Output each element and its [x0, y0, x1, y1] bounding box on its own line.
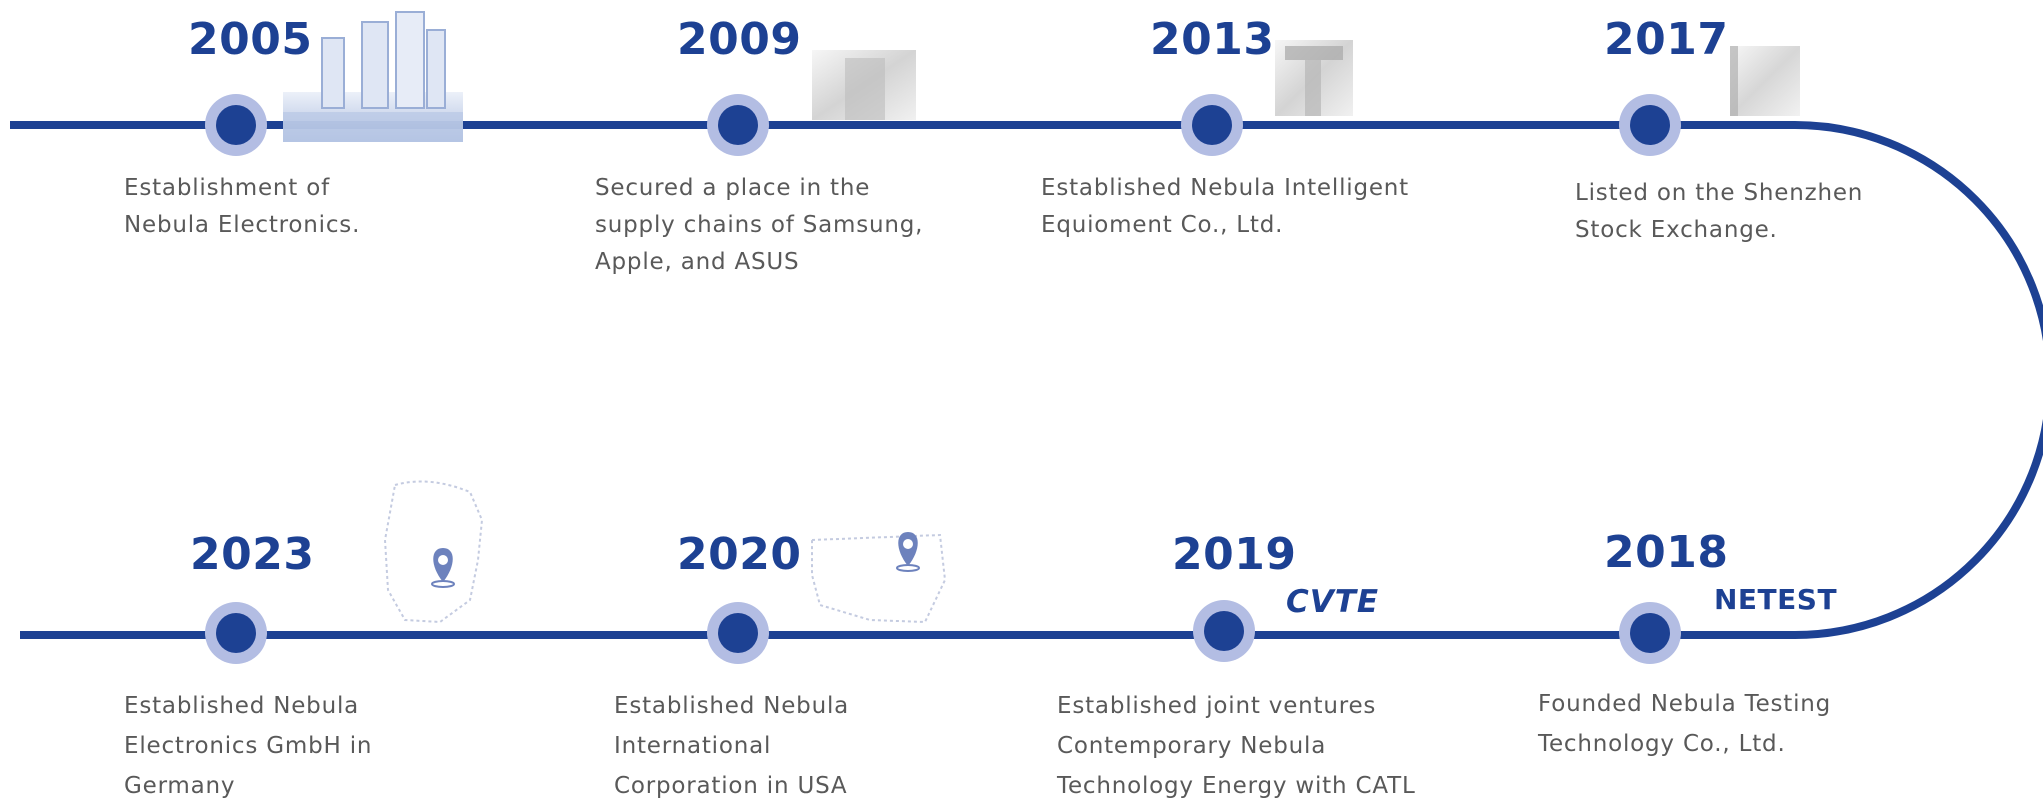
year-label-2018: 2018	[1604, 527, 1729, 578]
usa-map-pin	[811, 532, 947, 624]
milestone-description-2023: Established Nebula Electronics GmbH in G…	[124, 686, 372, 806]
description-line: Technology Co., Ltd.	[1538, 731, 1786, 757]
description-line: Nebula Electronics.	[124, 212, 361, 238]
description-line: Established Nebula Intelligent	[1041, 175, 1410, 201]
description-line: Corporation in USA	[614, 773, 848, 799]
building-photo	[283, 11, 463, 142]
milestone-dot-2023	[205, 602, 267, 664]
description-line: Founded Nebula Testing	[1538, 691, 1832, 717]
milestone-description-2019: Established joint ventures Contemporary …	[1057, 686, 1416, 806]
description-line: Established joint ventures	[1057, 693, 1377, 719]
description-line: Contemporary Nebula	[1057, 733, 1327, 759]
description-line: Technology Energy with CATL	[1057, 773, 1416, 799]
milestone-dot-2013	[1181, 94, 1243, 156]
description-line: Established Nebula	[614, 693, 850, 719]
description-line: Germany	[124, 773, 236, 799]
year-label-2005: 2005	[188, 14, 313, 65]
document-thumbnail	[1730, 46, 1800, 116]
year-label-2013: 2013	[1150, 14, 1275, 65]
germany-map-pin	[383, 480, 484, 624]
milestone-description-2005: Establishment of Nebula Electronics.	[124, 170, 360, 244]
description-line: Equioment Co., Ltd.	[1041, 212, 1284, 238]
year-label-2023: 2023	[190, 529, 315, 580]
milestone-dot-2020	[707, 602, 769, 664]
equipment-thumbnail	[1275, 40, 1353, 116]
year-label-2019: 2019	[1172, 529, 1297, 580]
product-thumbnail	[812, 50, 916, 120]
description-line: Secured a place in the	[595, 175, 871, 201]
milestone-dot-2019	[1193, 600, 1255, 662]
description-line: Established Nebula	[124, 693, 360, 719]
cvte-logo: CVTE	[1286, 584, 1380, 620]
milestone-dot-2009	[707, 94, 769, 156]
description-line: Apple, and ASUS	[595, 249, 800, 275]
year-label-2017: 2017	[1604, 14, 1729, 65]
description-line: Electronics GmbH in	[124, 733, 373, 759]
description-line: International	[614, 733, 772, 759]
description-line: Stock Exchange.	[1575, 217, 1778, 243]
milestone-description-2020: Established Nebula International Corpora…	[614, 686, 849, 806]
description-line: Establishment of	[124, 175, 330, 201]
timeline-path	[10, 121, 2043, 639]
milestone-dot-2017	[1619, 94, 1681, 156]
milestone-dot-2005	[205, 94, 267, 156]
milestone-description-2017: Listed on the Shenzhen Stock Exchange.	[1575, 175, 1863, 249]
milestone-description-2013: Established Nebula Intelligent Equioment…	[1041, 170, 1409, 244]
netest-logo: NETEST	[1714, 583, 1838, 616]
description-line: supply chains of Samsung,	[595, 212, 924, 238]
year-label-2009: 2009	[677, 14, 802, 65]
year-label-2020: 2020	[677, 529, 802, 580]
description-line: Listed on the Shenzhen	[1575, 180, 1864, 206]
milestone-dot-2018	[1619, 602, 1681, 664]
milestone-description-2009: Secured a place in the supply chains of …	[595, 170, 923, 281]
milestone-description-2018: Founded Nebula Testing Technology Co., L…	[1538, 684, 1831, 764]
